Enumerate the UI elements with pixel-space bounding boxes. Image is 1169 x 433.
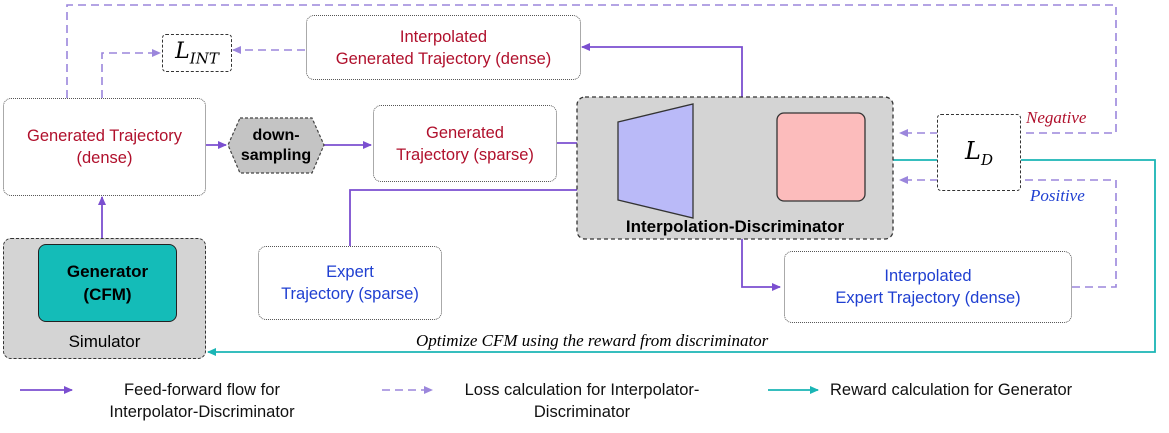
interpolation-discriminator-label: Interpolation-Discriminator: [625, 217, 845, 236]
interp-generated-line1: Interpolated: [399, 27, 488, 46]
expert-sparse-line2: Trajectory (sparse): [281, 285, 419, 303]
expert-sparse-box: Expert Trajectory (sparse): [258, 246, 442, 320]
interpolator-shape: [617, 103, 694, 219]
l-d-symbol: LD: [965, 136, 993, 169]
l-d-box: LD: [937, 114, 1021, 191]
loss-loop-top: [66, 4, 1117, 134]
generated-sparse-line1: Generated: [426, 123, 504, 142]
downsampling-diamond: [227, 117, 325, 174]
generated-sparse-line2: Trajectory (sparse): [396, 145, 534, 164]
legend-reward-text: Reward calculation for Generator: [830, 381, 1073, 399]
discriminator-shape: [776, 112, 866, 202]
generated-dense-line2: (dense): [76, 149, 133, 167]
l-int-box: LINT: [162, 34, 232, 72]
generator-label-line1: Generator: [66, 262, 149, 281]
generated-sparse-box: Generated Trajectory (sparse): [373, 105, 557, 182]
positive-label: Positive: [1030, 186, 1085, 205]
expert-sparse-line1: Expert: [326, 263, 374, 281]
generated-dense-line1: Generated Trajectory: [27, 127, 182, 145]
l-int-symbol: LINT: [175, 38, 219, 68]
legend-loss-text: Loss calculation for Interpolator- Discr…: [464, 381, 700, 421]
negative-label: Negative: [1026, 108, 1087, 127]
generated-to-lint: [101, 49, 161, 98]
generator-label-line2: (CFM): [83, 285, 132, 304]
expert-to-interpolator: [349, 186, 613, 246]
simulator-label: Simulator: [68, 332, 141, 351]
interpolated-expert-box: Interpolated Expert Trajectory (dense): [784, 251, 1072, 323]
interp-generated-line2: Generated Trajectory (dense): [335, 49, 552, 68]
interpolated-generated-box: Interpolated Generated Trajectory (dense…: [306, 15, 581, 80]
downsampling-line2: sampling: [240, 146, 312, 164]
legend-feedforward-text: Feed-forward flow for Interpolator-Discr…: [109, 381, 295, 421]
generated-trajectory-dense-box: Generated Trajectory (dense): [3, 98, 206, 196]
downsampling-label: down- sampling: [228, 118, 324, 173]
interp-expert-to-ld: [1022, 179, 1117, 288]
interp-expert-line1: Interpolated: [884, 267, 972, 285]
generator-box: Generator (CFM): [38, 244, 177, 322]
downsampling-line1: down-: [252, 126, 300, 144]
optimize-label: Optimize CFM using the reward from discr…: [416, 331, 769, 350]
interp-expert-line2: Expert Trajectory (dense): [835, 289, 1021, 307]
